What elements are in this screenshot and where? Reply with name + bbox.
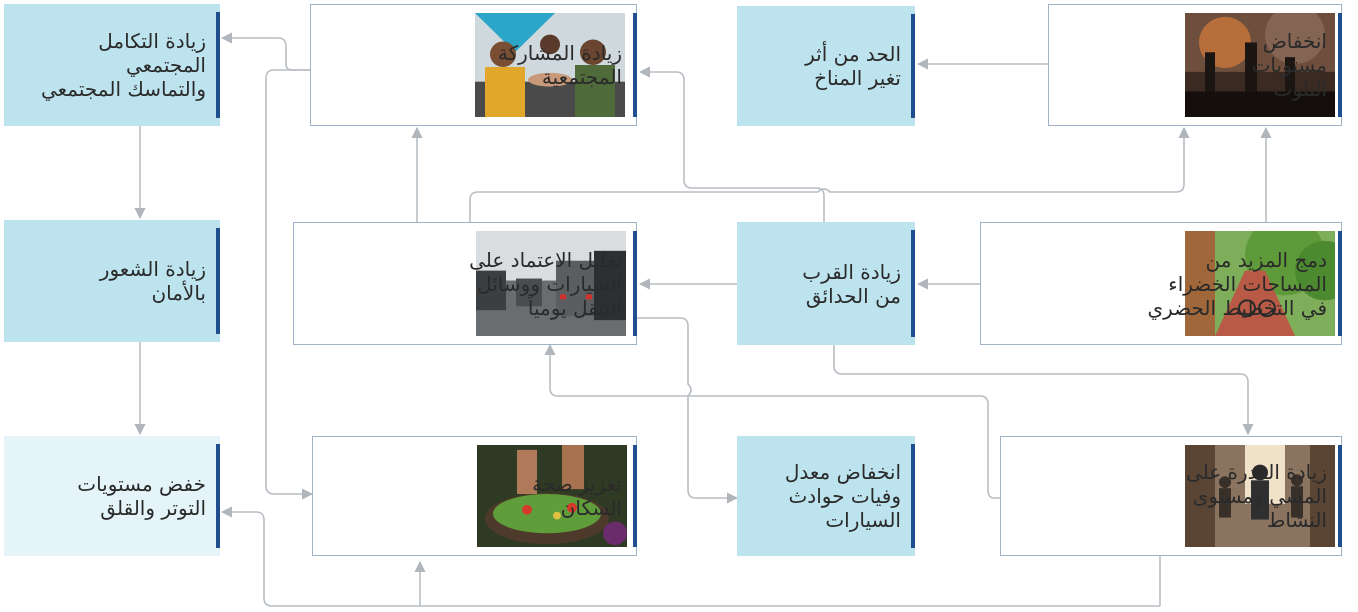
arrow-participation-to-health xyxy=(265,69,314,500)
node-participation-label: زيادة المشاركة المجتمعية xyxy=(497,41,622,89)
node-climate-label: الحد من أثر تغير المناخ xyxy=(805,42,901,90)
node-integration: زيادة التكامل المجتمعي والتماسك المجتمعي xyxy=(4,4,220,126)
node-climate: الحد من أثر تغير المناخ xyxy=(737,6,915,126)
people-group-handshake-icon xyxy=(475,13,625,117)
arrow-cars-to-accidents xyxy=(636,317,739,504)
node-integration-label: زيادة التكامل المجتمعي والتماسك المجتمعي xyxy=(40,29,206,101)
node-green-label: دمج المزيد من المساحات الخضراء في التخطي… xyxy=(1147,247,1327,320)
arrow-walking-to-health xyxy=(420,556,1161,607)
arrow-participation-to-integration xyxy=(220,32,310,71)
people-walking-street-icon xyxy=(1185,445,1335,547)
tree-lined-bike-path-icon xyxy=(1185,231,1335,336)
arrow-walking-to-cars xyxy=(544,343,1000,499)
node-accidents: انخفاض معدل وفيات حوادث السيارات xyxy=(737,436,915,556)
node-health-label: تعزيز صحة السكان xyxy=(532,472,622,520)
arrow-proximity-to-walking xyxy=(833,345,1254,436)
node-stress: خفض مستويات التوتر والقلق xyxy=(4,436,220,556)
healthy-salad-icon xyxy=(477,445,627,547)
node-green: دمج المزيد من المساحات الخضراء في التخطي… xyxy=(980,222,1342,345)
node-walking: زيادة القدرة على المشي ومستوى النشاط xyxy=(1000,436,1342,556)
arrow-cars-to-pollution xyxy=(469,126,1190,222)
node-participation: زيادة المشاركة المجتمعية xyxy=(310,4,637,126)
node-cars: تقليل الاعتماد على السيارات ووسائل التنق… xyxy=(293,222,637,345)
node-cars-label: تقليل الاعتماد على السيارات ووسائل التنق… xyxy=(469,247,622,320)
node-pollution: انخفاض مستويات التلوث xyxy=(1048,4,1342,126)
node-walking-label: زيادة القدرة على المشي ومستوى النشاط xyxy=(1185,460,1327,532)
factory-smokestacks-icon xyxy=(1185,13,1335,117)
node-proximity-label: زيادة القرب من الحدائق xyxy=(802,259,901,308)
node-stress-label: خفض مستويات التوتر والقلق xyxy=(77,472,206,520)
node-pollution-label: انخفاض مستويات التلوث xyxy=(1251,29,1327,101)
arrow-proximity-to-participation xyxy=(638,66,825,222)
node-health: تعزيز صحة السكان xyxy=(312,436,637,556)
arrow-bottom-to-stress xyxy=(220,506,420,607)
node-proximity: زيادة القرب من الحدائق xyxy=(737,222,915,345)
node-safety-label: زيادة الشعور بالأمان xyxy=(99,257,206,305)
node-safety: زيادة الشعور بالأمان xyxy=(4,220,220,342)
traffic-jam-icon xyxy=(476,231,626,336)
node-accidents-label: انخفاض معدل وفيات حوادث السيارات xyxy=(784,460,901,532)
